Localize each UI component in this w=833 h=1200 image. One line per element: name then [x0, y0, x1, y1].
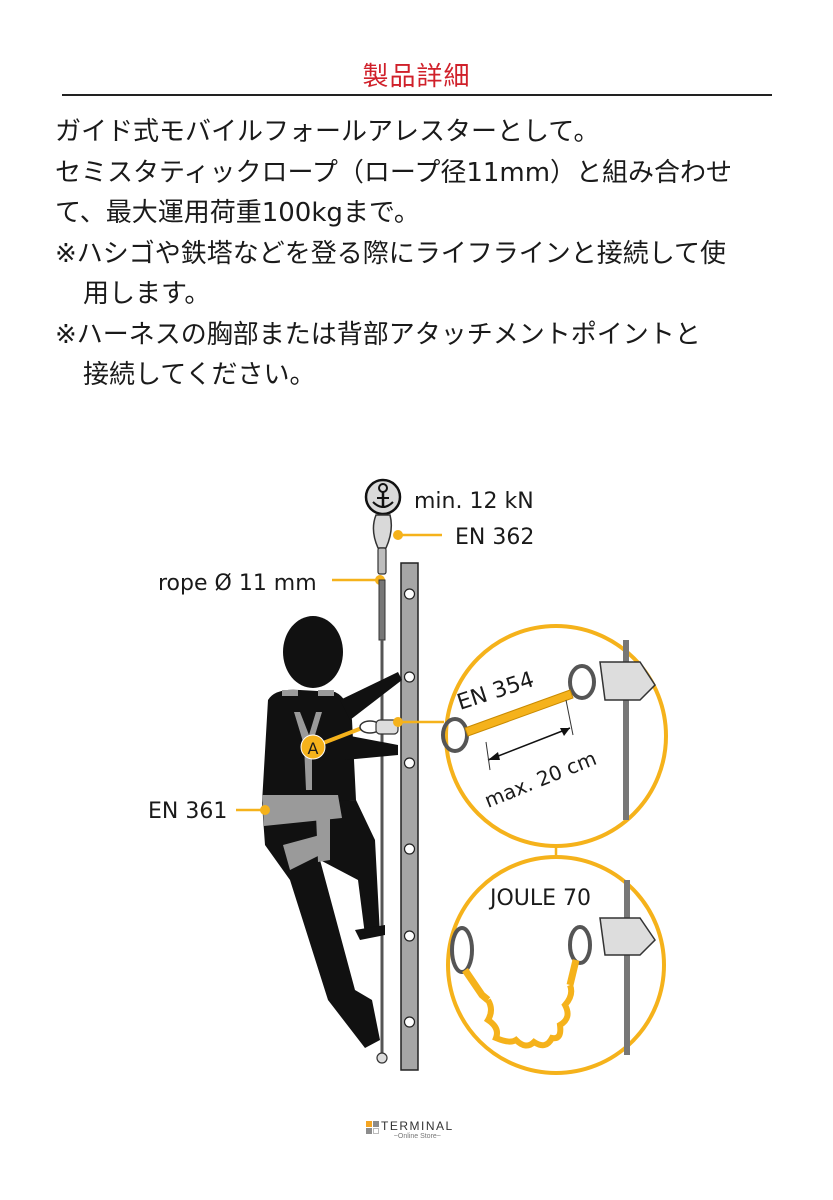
- description-line: 用します。: [83, 279, 211, 309]
- description-line: て、最大運用荷重100kgまで。: [55, 198, 420, 228]
- lanyard-detail-circle: [441, 624, 668, 848]
- usage-diagram: min. 12 kN EN 362 rope Ø 11 mm: [0, 470, 833, 1100]
- ladder: [400, 562, 419, 1071]
- connector-standard-label: EN 362: [455, 525, 534, 550]
- rope-label: rope Ø 11 mm: [158, 571, 317, 596]
- brand-tagline: ~Online Store~: [393, 1133, 441, 1140]
- description-line: ※ハーネスの胸部または背部アタッチメントポイントと: [55, 319, 701, 350]
- anchor-strength-label: min. 12 kN: [414, 489, 534, 514]
- logo-mark-icon: [366, 1121, 379, 1134]
- energy-absorber-label: JOULE 70: [488, 886, 591, 911]
- brand-logo: TERMINAL ~Online Store~: [366, 1120, 454, 1140]
- title-divider: [62, 94, 772, 96]
- description-line: 接続してください。: [83, 360, 316, 390]
- harness-standard-label: EN 361: [148, 799, 227, 824]
- page-title: 製品詳細: [362, 62, 471, 92]
- description-line: ※ハシゴや鉄塔などを登る際にライフラインと接続して使: [55, 238, 727, 269]
- description-line: ガイド式モバイルフォールアレスターとして。: [55, 117, 600, 147]
- connector-icon: [372, 514, 393, 575]
- energy-absorber-detail-circle: [446, 855, 666, 1075]
- brand-name: TERMINAL: [381, 1119, 454, 1133]
- attachment-point-label: A: [308, 739, 319, 758]
- anchor-icon: [364, 478, 402, 516]
- product-description: ガイド式モバイルフォールアレスターとして。 セミスタティックロープ（ロープ径11…: [55, 112, 795, 396]
- description-line: セミスタティックロープ（ロープ径11mm）と組み合わせ: [55, 157, 733, 188]
